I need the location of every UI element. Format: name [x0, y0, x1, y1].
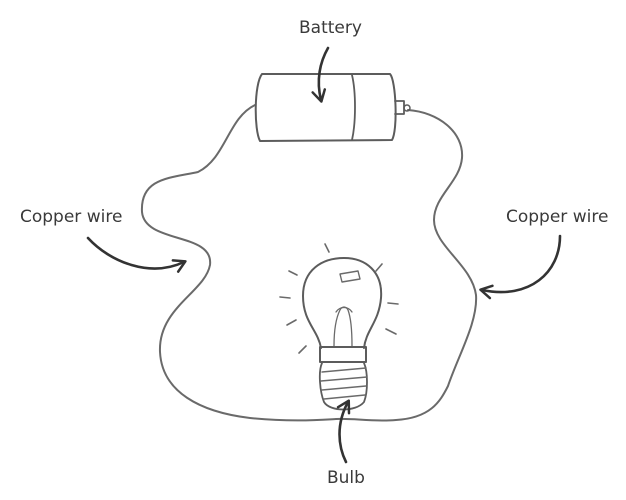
- copper-wire-loop: [140, 104, 478, 422]
- bulb-arrow-icon: [336, 399, 351, 464]
- copper-wire-right-label: Copper wire: [506, 207, 609, 227]
- light-bulb-icon: [279, 243, 399, 411]
- bulb-label: Bulb: [327, 468, 365, 488]
- copper-wire-left-label: Copper wire: [20, 207, 123, 227]
- battery-icon: [254, 73, 411, 142]
- copper-wire-right-arrow-icon: [479, 234, 562, 300]
- battery-label: Battery: [299, 18, 362, 38]
- copper-wire-left-arrow-icon: [86, 236, 187, 273]
- battery-arrow-icon: [311, 46, 330, 103]
